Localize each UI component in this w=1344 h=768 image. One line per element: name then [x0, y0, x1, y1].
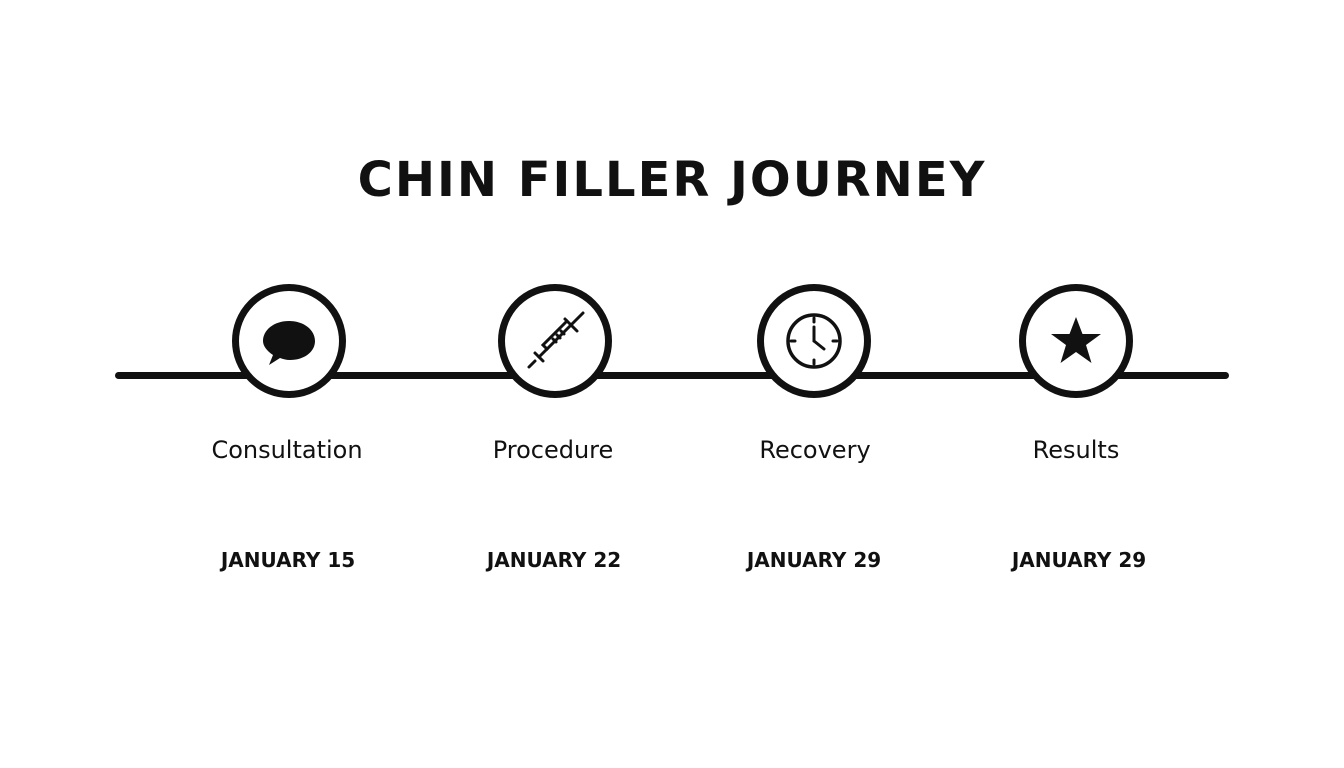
- step-label-consultation: Consultation: [211, 436, 363, 464]
- step-recovery-node: [757, 284, 871, 398]
- step-date-consultation: JANUARY 15: [220, 548, 356, 572]
- step-date-recovery: JANUARY 29: [746, 548, 882, 572]
- syringe-icon: [527, 311, 585, 369]
- step-label-procedure: Procedure: [492, 436, 614, 464]
- speech-bubble-icon: [263, 321, 315, 365]
- step-label-results: Results: [1032, 436, 1120, 464]
- step-procedure-node: [498, 284, 612, 398]
- step-date-procedure: JANUARY 22: [486, 548, 622, 572]
- step-results-node: [1019, 284, 1133, 398]
- step-date-results: JANUARY 29: [1011, 548, 1147, 572]
- star-icon: [1051, 317, 1101, 363]
- step-label-recovery: Recovery: [759, 436, 871, 464]
- clock-icon: [786, 313, 842, 369]
- timeline-line: [115, 372, 1229, 379]
- step-consultation-node: [232, 284, 346, 398]
- page-title: CHIN FILLER JOURNEY: [357, 152, 987, 208]
